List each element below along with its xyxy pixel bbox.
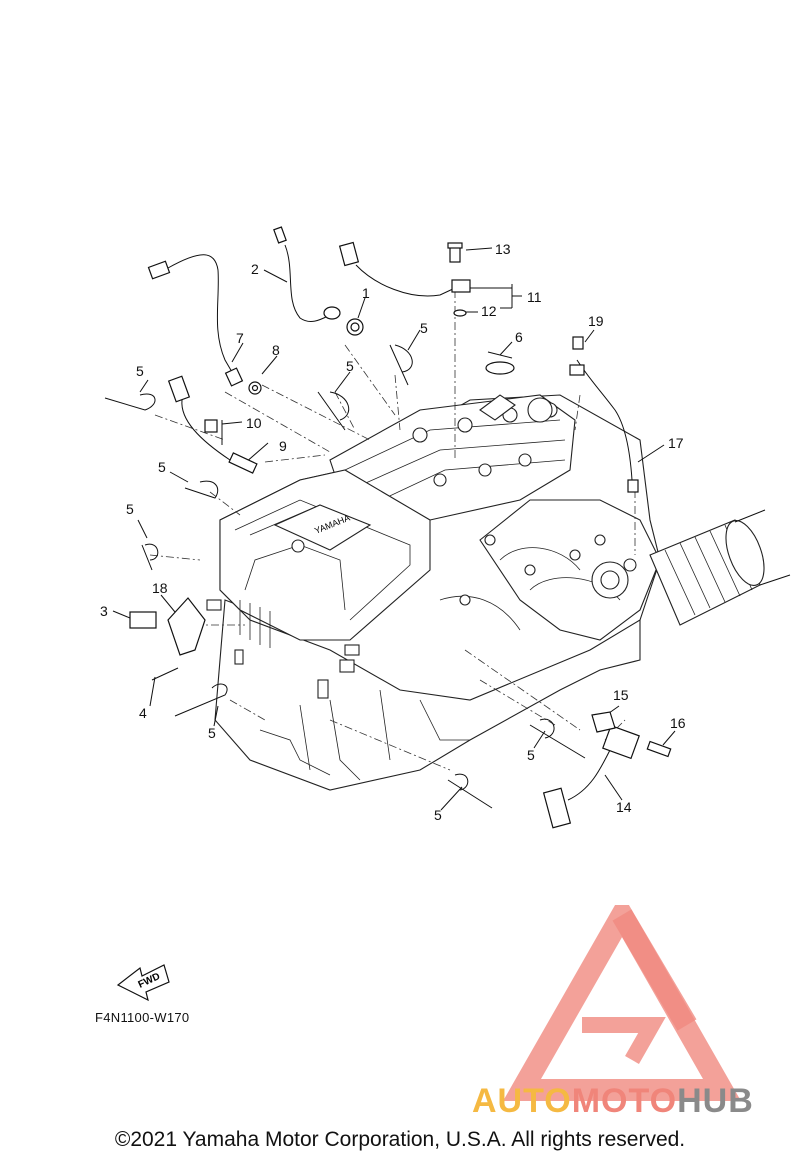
watermark-hub: HUB: [677, 1082, 754, 1120]
watermark-auto: AUTO: [472, 1082, 572, 1120]
pressure-sensor-11[interactable]: [447, 242, 471, 317]
callout-5h: 5: [527, 747, 535, 763]
callout-numbers: 1 2 3 4 5 5 5 5 5 5 5 5 6 7 8 9 10 11 12…: [100, 241, 686, 823]
bracket-18[interactable]: [129, 597, 206, 681]
callout-12: 12: [481, 303, 497, 319]
cable-ties-5[interactable]: [104, 344, 586, 809]
callout-4: 4: [139, 705, 147, 721]
fwd-arrow-icon: FWD: [116, 964, 170, 1002]
sensor-lead-2[interactable]: [273, 226, 341, 322]
callout-10: 10: [246, 415, 262, 431]
diagram-code: F4N1100-W170: [95, 1010, 190, 1025]
callout-9: 9: [279, 438, 287, 454]
watermark-text: AUTOMOTOHUB: [472, 1082, 754, 1121]
engine-assembly: YAMAHA: [206, 394, 791, 791]
callout-2: 2: [251, 261, 259, 277]
callout-19: 19: [588, 313, 604, 329]
callout-17: 17: [668, 435, 684, 451]
callout-5c: 5: [420, 320, 428, 336]
callout-5a: 5: [136, 363, 144, 379]
watermark-logo-icon: [503, 905, 741, 1101]
hose-17[interactable]: [569, 336, 639, 493]
callout-18: 18: [152, 580, 168, 596]
callout-8: 8: [272, 342, 280, 358]
temp-sensor-7[interactable]: [147, 254, 262, 395]
callout-5b: 5: [346, 358, 354, 374]
callout-5g: 5: [434, 807, 442, 823]
watermark-moto: MOTO: [571, 1082, 678, 1120]
callout-16: 16: [670, 715, 686, 731]
sensor-14[interactable]: [542, 711, 672, 829]
knock-sensor-1[interactable]: [346, 318, 364, 336]
callout-5d: 5: [158, 459, 166, 475]
callout-6: 6: [515, 329, 523, 345]
callout-15: 15: [613, 687, 629, 703]
callout-1: 1: [362, 285, 370, 301]
callout-11: 11: [527, 289, 542, 305]
sensor-lead-top[interactable]: [338, 241, 456, 297]
callout-7: 7: [236, 330, 244, 346]
leader-lines: [112, 247, 676, 811]
callout-5e: 5: [126, 501, 134, 517]
crank-sensor-9[interactable]: [167, 375, 258, 474]
callout-14: 14: [616, 799, 632, 815]
clamp-6[interactable]: [485, 351, 515, 375]
copyright-notice: ©2021 Yamaha Motor Corporation, U.S.A. A…: [114, 1128, 686, 1151]
callout-5f: 5: [208, 725, 216, 741]
callout-3: 3: [100, 603, 108, 619]
callout-13: 13: [495, 241, 511, 257]
